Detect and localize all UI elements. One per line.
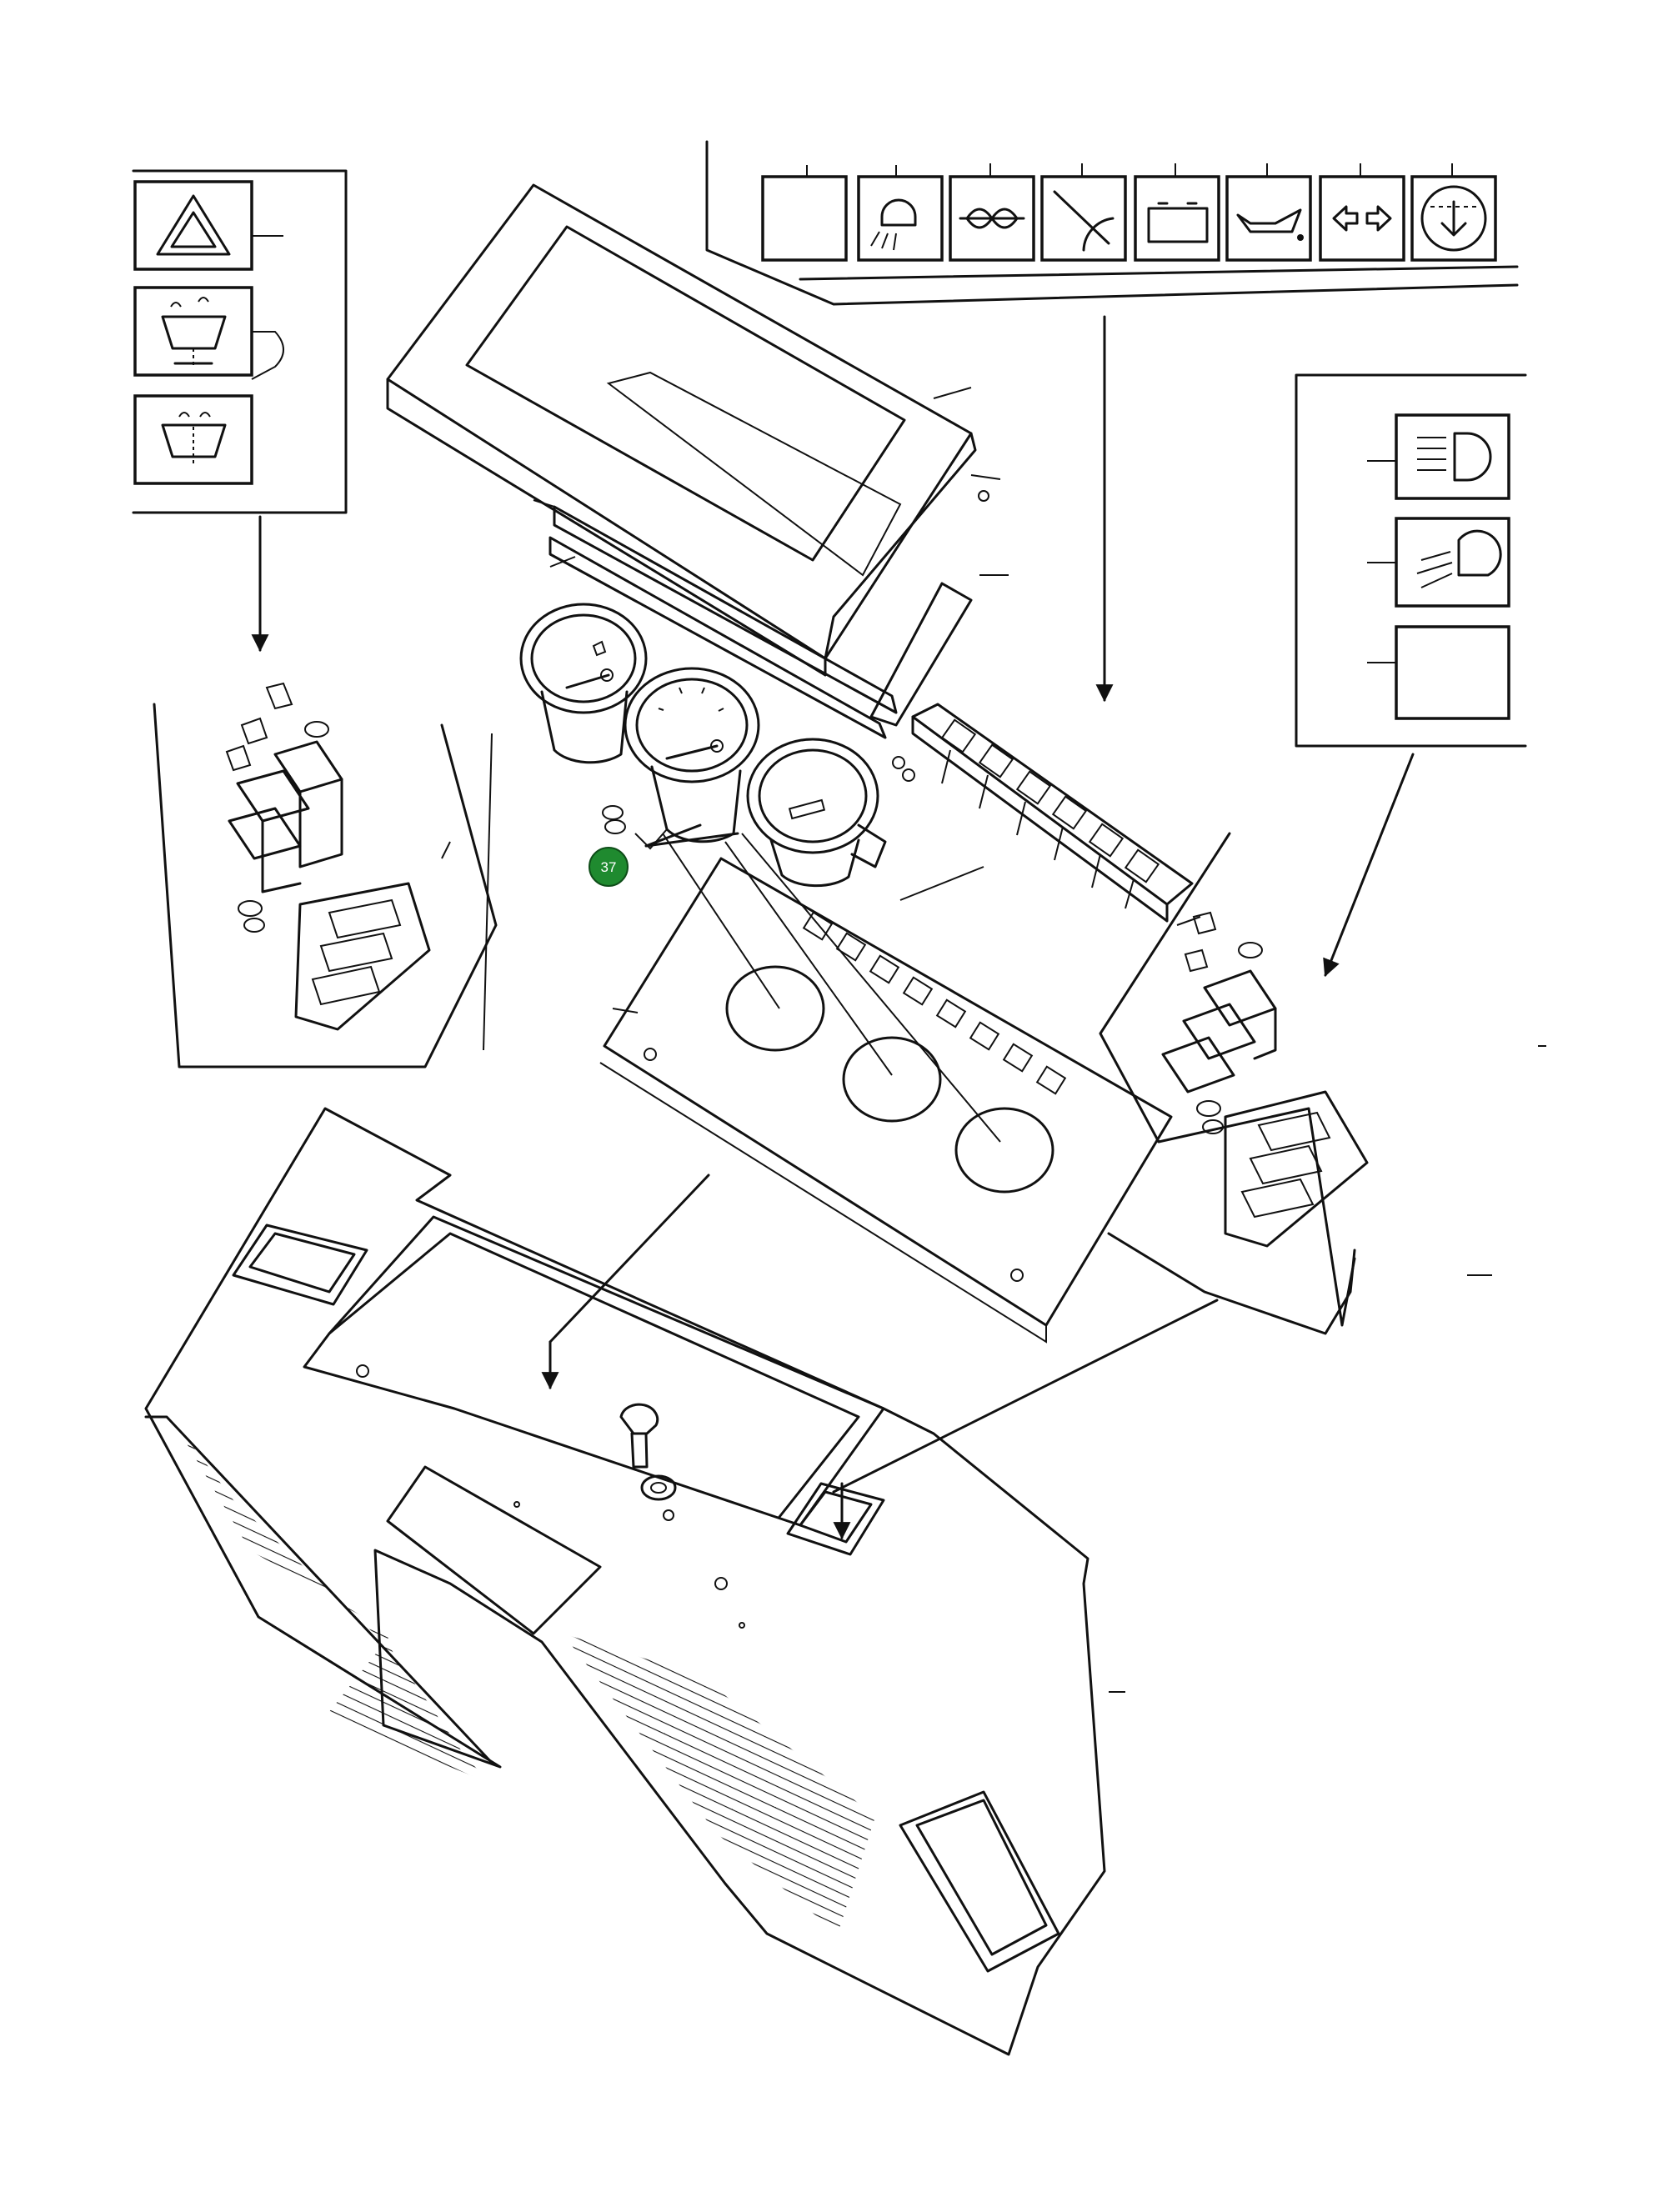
worklight-beam-icon — [1367, 517, 1510, 608]
hour-meter — [746, 738, 887, 888]
battery-icon — [1134, 163, 1220, 262]
dashboard-console — [144, 733, 1219, 2056]
front-wiper-icon — [133, 286, 253, 377]
parking-brake-icon — [1040, 163, 1127, 262]
mounting-screw — [602, 805, 626, 834]
panel-gasket — [533, 499, 1009, 739]
indicator-light-bank — [892, 703, 1201, 926]
blank-icon — [1367, 625, 1510, 720]
oil-can-icon — [1225, 163, 1312, 262]
glow-plug-icon — [949, 163, 1035, 262]
left-switch-assembly — [153, 682, 498, 1068]
gauge-cluster — [519, 603, 887, 888]
hazard-warning-icon — [133, 180, 283, 271]
left-switch-legend — [132, 169, 348, 653]
right-switch-legend — [1295, 373, 1527, 977]
blank-icon — [761, 165, 848, 262]
temperature-gauge — [624, 667, 760, 843]
instrument-face-plate — [599, 833, 1173, 1344]
work-light-icon — [857, 165, 944, 262]
instrument-hood — [386, 183, 1001, 677]
callout-37[interactable]: 37 — [589, 847, 629, 887]
rear-wiper-icon — [133, 394, 253, 485]
headlight-high-beam-icon — [1367, 413, 1510, 500]
right-switch-assembly — [1099, 832, 1369, 1327]
top-indicator-legend — [705, 140, 1519, 703]
air-filter-icon — [1410, 163, 1497, 262]
callout-label: 37 — [601, 859, 617, 875]
right-harness-frame — [1107, 1232, 1356, 1335]
fuel-gauge — [519, 603, 648, 764]
turn-signal-icon — [1319, 163, 1405, 262]
